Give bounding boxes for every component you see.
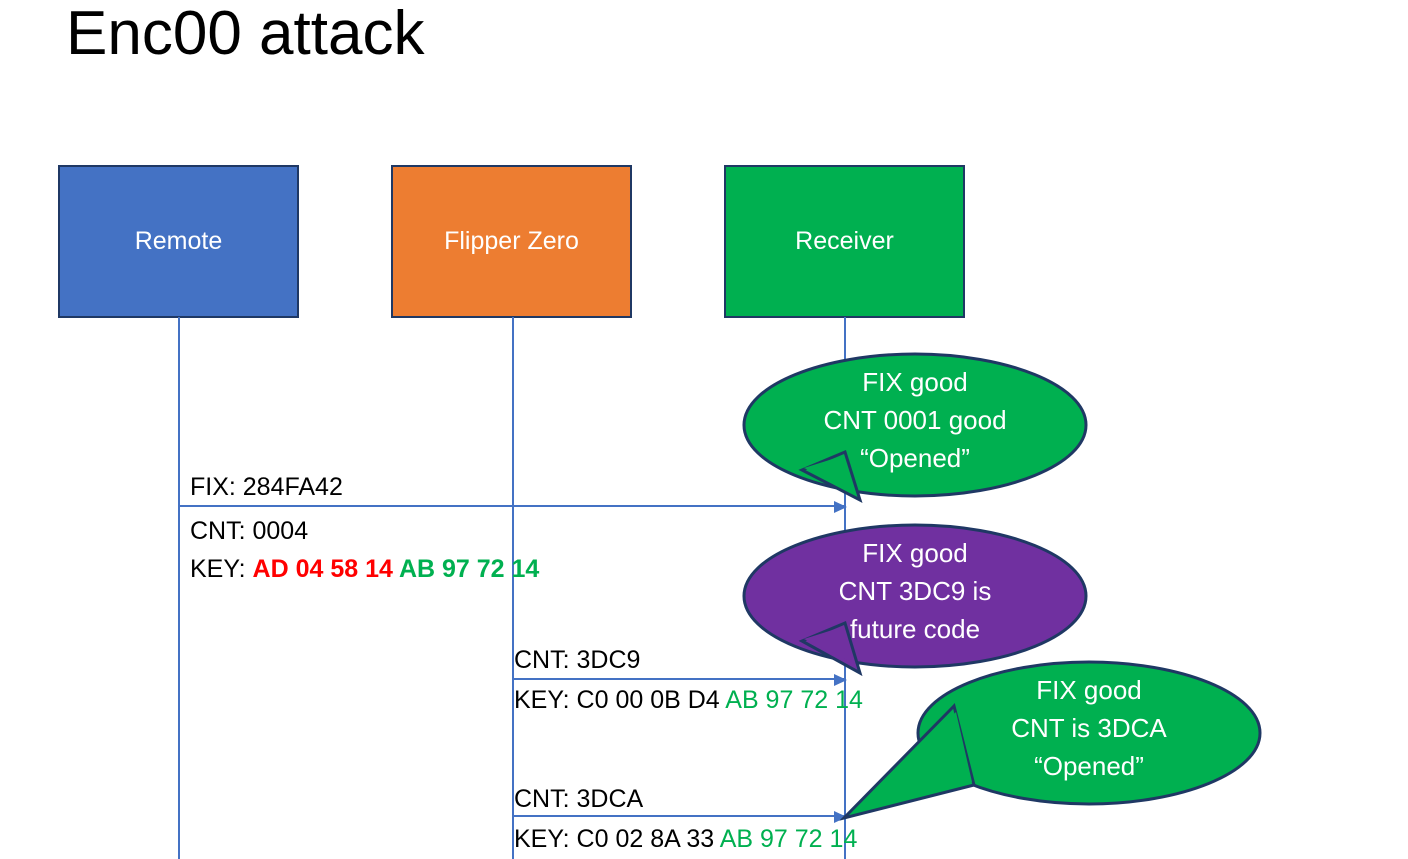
lifeline-flipper bbox=[512, 317, 514, 859]
message-1-cnt-line: CNT: 0004 bbox=[190, 517, 309, 545]
message-3-key-line: KEY: C0 02 8A 33 AB 97 72 14 bbox=[514, 820, 857, 858]
lifeline-remote bbox=[178, 317, 180, 859]
actor-label-receiver: Receiver bbox=[795, 227, 894, 255]
callout-bubble-receiver-future-code[interactable]: FIX good CNT 3DC9 is future code bbox=[742, 523, 1088, 677]
message-1-key-line: KEY: AD 04 58 14 AB 97 72 14 bbox=[190, 550, 539, 588]
actor-label-flipper: Flipper Zero bbox=[444, 227, 579, 255]
message-1-key-label: KEY: bbox=[190, 555, 253, 583]
message-3-cnt-line: CNT: 3DCA bbox=[514, 785, 644, 813]
message-arrow-flipper-to-receiver-1 bbox=[513, 674, 847, 686]
actor-box-receiver[interactable]: Receiver bbox=[724, 165, 965, 318]
message-2-key-first-half: C0 00 0B D4 bbox=[576, 686, 726, 714]
actor-box-remote[interactable]: Remote bbox=[58, 165, 299, 318]
message-1-fix-line: FIX: 284FA42 bbox=[190, 473, 343, 501]
message-2-key-line: KEY: C0 00 0B D4 AB 97 72 14 bbox=[514, 681, 863, 719]
message-3-key-first-half: C0 02 8A 33 bbox=[576, 825, 720, 853]
message-1-key-first-half: AD 04 58 14 bbox=[252, 555, 399, 583]
message-arrow-flipper-to-receiver-2 bbox=[513, 811, 847, 823]
message-1-key-second-half: AB 97 72 14 bbox=[398, 555, 540, 583]
page-title: Enc00 attack bbox=[66, 0, 425, 68]
message-2-key-label: KEY: bbox=[514, 686, 577, 714]
message-3-key-label: KEY: bbox=[514, 825, 577, 853]
message-2-cnt-line: CNT: 3DC9 bbox=[514, 646, 641, 674]
actor-box-flipper[interactable]: Flipper Zero bbox=[391, 165, 632, 318]
message-arrow-remote-to-receiver bbox=[179, 501, 847, 513]
callout-bubble-receiver-first-code[interactable]: FIX good CNT 0001 good “Opened” bbox=[742, 352, 1088, 503]
message-2-key-second-half: AB 97 72 14 bbox=[725, 686, 863, 714]
message-3-key-second-half: AB 97 72 14 bbox=[719, 825, 858, 853]
actor-label-remote: Remote bbox=[134, 227, 223, 255]
callout-bubble-receiver-next-code[interactable]: FIX good CNT is 3DCA “Opened” bbox=[839, 660, 1262, 821]
